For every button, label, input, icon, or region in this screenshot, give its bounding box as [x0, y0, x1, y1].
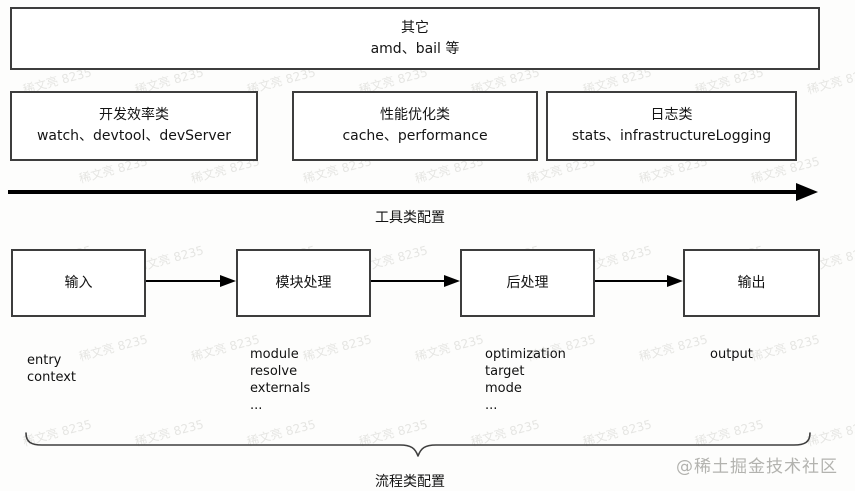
diagonal-watermark-text: 稀文亮 8235 — [637, 332, 710, 364]
flow-node-input-label: 输入 — [64, 274, 93, 291]
input-props-list: entry context — [27, 352, 76, 386]
other-config-title: 其它 — [401, 19, 429, 36]
flow-arrow-1-head-icon — [220, 275, 236, 287]
other-config-items: amd、bail 等 — [370, 40, 460, 57]
prop-item: externals — [250, 381, 311, 396]
logging-box: 日志类 stats、infrastructureLogging — [546, 91, 797, 161]
output-props-list: output — [710, 346, 753, 363]
flow-brace — [25, 432, 811, 457]
flow-node-post-label: 后处理 — [506, 274, 549, 291]
prop-item: ... — [485, 398, 498, 413]
prop-item: ... — [250, 398, 263, 413]
tool-axis-label: 工具类配置 — [375, 210, 445, 226]
dev-efficiency-title: 开发效率类 — [99, 107, 169, 123]
performance-title: 性能优化类 — [380, 107, 450, 123]
prop-item: mode — [485, 381, 522, 396]
flow-arrow-1-line — [146, 280, 220, 282]
flow-node-post: 后处理 — [460, 249, 595, 317]
flow-node-module: 模块处理 — [236, 249, 371, 317]
diagonal-watermark-text: 稀文亮 8235 — [805, 417, 855, 449]
diagonal-watermark-text: 稀文亮 8235 — [301, 332, 374, 364]
flow-arrow-2-head-icon — [444, 275, 460, 287]
performance-items: cache、performance — [342, 128, 488, 144]
logging-items: stats、infrastructureLogging — [571, 128, 772, 144]
prop-item: context — [27, 370, 76, 385]
tool-axis-arrow-head-icon — [796, 183, 818, 201]
prop-item: module — [250, 347, 299, 362]
prop-item: resolve — [250, 364, 298, 379]
community-watermark: @稀土掘金技术社区 — [676, 457, 838, 477]
diagonal-watermark-text: 稀文亮 8235 — [77, 332, 150, 364]
other-config-box: 其它 amd、bail 等 — [10, 7, 820, 70]
dev-efficiency-box: 开发效率类 watch、devtool、devServer — [10, 91, 258, 161]
dev-efficiency-items: watch、devtool、devServer — [36, 128, 232, 144]
performance-box: 性能优化类 cache、performance — [292, 91, 538, 161]
diagonal-watermark-text: 稀文亮 8235 — [749, 332, 822, 364]
flow-arrow-3-line — [595, 280, 667, 282]
flow-arrow-2-line — [371, 280, 444, 282]
prop-item: target — [485, 364, 525, 379]
module-props-list: module resolve externals ... — [250, 346, 310, 414]
prop-item: entry — [27, 353, 62, 368]
prop-item: output — [710, 347, 753, 362]
post-props-list: optimization target mode ... — [485, 346, 566, 414]
flow-node-output-label: 输出 — [737, 274, 766, 291]
flow-node-output: 输出 — [683, 249, 820, 317]
prop-item: optimization — [485, 347, 566, 362]
flow-node-module-label: 模块处理 — [275, 274, 332, 291]
flow-node-input: 输入 — [11, 249, 146, 317]
diagonal-watermark-text: 稀文亮 8235 — [413, 332, 486, 364]
flow-brace-label: 流程类配置 — [375, 474, 445, 490]
tool-axis-arrow-line — [8, 190, 800, 194]
logging-title: 日志类 — [650, 107, 693, 123]
flow-arrow-3-head-icon — [667, 275, 683, 287]
